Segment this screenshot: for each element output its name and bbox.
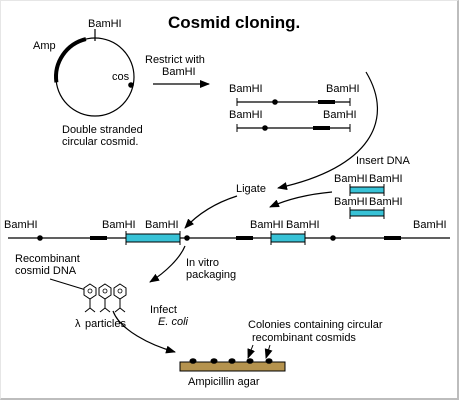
fragment-bottom-amp-block	[313, 126, 330, 130]
agar-label: Ampicillin agar	[188, 376, 260, 388]
phage-particle-1	[83, 283, 97, 313]
colony-2	[210, 358, 218, 364]
insert-top-right-label: BamHI	[369, 173, 403, 185]
concatemer: BamHI BamHI BamHI BamHI BamHI BamHI	[4, 219, 450, 245]
cosmid-caption-line2: circular cosmid.	[62, 136, 138, 148]
concatemer-amp-block-3	[384, 236, 401, 240]
concatemer-label-2: BamHI	[102, 219, 136, 231]
colony-4	[246, 358, 254, 364]
colony-pointer-1	[247, 344, 255, 359]
colony-1	[189, 358, 197, 364]
cos-label: cos	[112, 71, 130, 83]
concatemer-label-6: BamHI	[413, 219, 447, 231]
concatemer-label-4: BamHI	[250, 219, 284, 231]
phage-particle-3	[113, 283, 127, 313]
circular-cosmid: BamHI Amp cos Double stranded circular c…	[33, 18, 143, 148]
ampicillin-agar-plate: Ampicillin agar	[179, 358, 286, 388]
concatemer-label-1: BamHI	[4, 219, 38, 231]
insert-bottom-right-label: BamHI	[369, 196, 403, 208]
concatemer-amp-block-2	[236, 236, 253, 240]
lambda-particles: λ particles	[75, 283, 127, 330]
phage-particle-2	[98, 283, 112, 313]
recombinant-line1: Recombinant	[15, 253, 80, 265]
lambda-symbol: λ	[75, 318, 81, 330]
colony-5	[265, 358, 273, 364]
linear-fragments: BamHI BamHI BamHI BamHI	[229, 83, 360, 132]
concatemer-amp-block-1	[90, 236, 107, 240]
concatemer-insert-1	[125, 233, 181, 243]
recombinant-line2: cosmid DNA	[15, 265, 77, 277]
concatemer-cos-dot-3	[330, 235, 336, 241]
packaging-line2: packaging	[186, 269, 236, 281]
restrict-label-line2: BamHI	[162, 66, 196, 78]
concatemer-insert-2	[270, 233, 306, 243]
fragment-top-right-label: BamHI	[326, 83, 360, 95]
ligate-to-concatemer-arrow	[184, 195, 238, 229]
diagram-title: Cosmid cloning.	[168, 13, 300, 32]
fragment-top-amp-block	[318, 100, 335, 104]
concatemer-cos-dot-2	[184, 235, 190, 241]
fragment-top-cos-dot	[272, 99, 278, 105]
packaging-arrow	[149, 245, 186, 283]
insert-dna: Insert DNA BamHI BamHI BamHI BamHI	[334, 155, 410, 219]
colonies-line1: Colonies containing circular	[248, 319, 383, 331]
ligate-label: Ligate	[236, 183, 266, 195]
insert-fragment-bottom	[349, 209, 385, 217]
cosmid-caption-line1: Double stranded	[62, 124, 143, 136]
colonies-line2: recombinant cosmids	[252, 332, 356, 344]
fragment-bottom-left-label: BamHI	[229, 109, 263, 121]
insert-top-left-label: BamHI	[334, 173, 368, 185]
infect-line2: E. coli	[158, 316, 189, 328]
insert-dna-label: Insert DNA	[356, 155, 410, 167]
recombinant-pointer	[49, 278, 87, 291]
concatemer-label-3: BamHI	[145, 219, 179, 231]
fragments-to-ligate-arrow	[277, 71, 379, 190]
restrict-label-line1: Restrict with	[145, 54, 205, 66]
colony-3	[228, 358, 236, 364]
concatemer-cos-dot-1	[37, 235, 43, 241]
fragment-bottom-cos-dot	[262, 125, 268, 131]
cosmid-bamhi-label: BamHI	[88, 18, 122, 30]
fragment-bottom-right-label: BamHI	[323, 109, 357, 121]
restrict-step: Restrict with BamHI	[145, 54, 210, 88]
amp-gene-arc	[54, 37, 87, 83]
cos-site-dot	[128, 82, 134, 88]
colony-pointer-2	[264, 344, 273, 359]
insert-to-ligate-arrow	[269, 191, 333, 208]
packaging-line1: In vitro	[186, 257, 219, 269]
amp-label: Amp	[33, 40, 56, 52]
insert-fragment-top	[349, 186, 385, 194]
infect-line1: Infect	[150, 304, 177, 316]
concatemer-label-5: BamHI	[286, 219, 320, 231]
insert-bottom-left-label: BamHI	[334, 196, 368, 208]
particles-label: particles	[85, 318, 126, 330]
fragment-top-left-label: BamHI	[229, 83, 263, 95]
infect-arrow	[112, 310, 176, 354]
